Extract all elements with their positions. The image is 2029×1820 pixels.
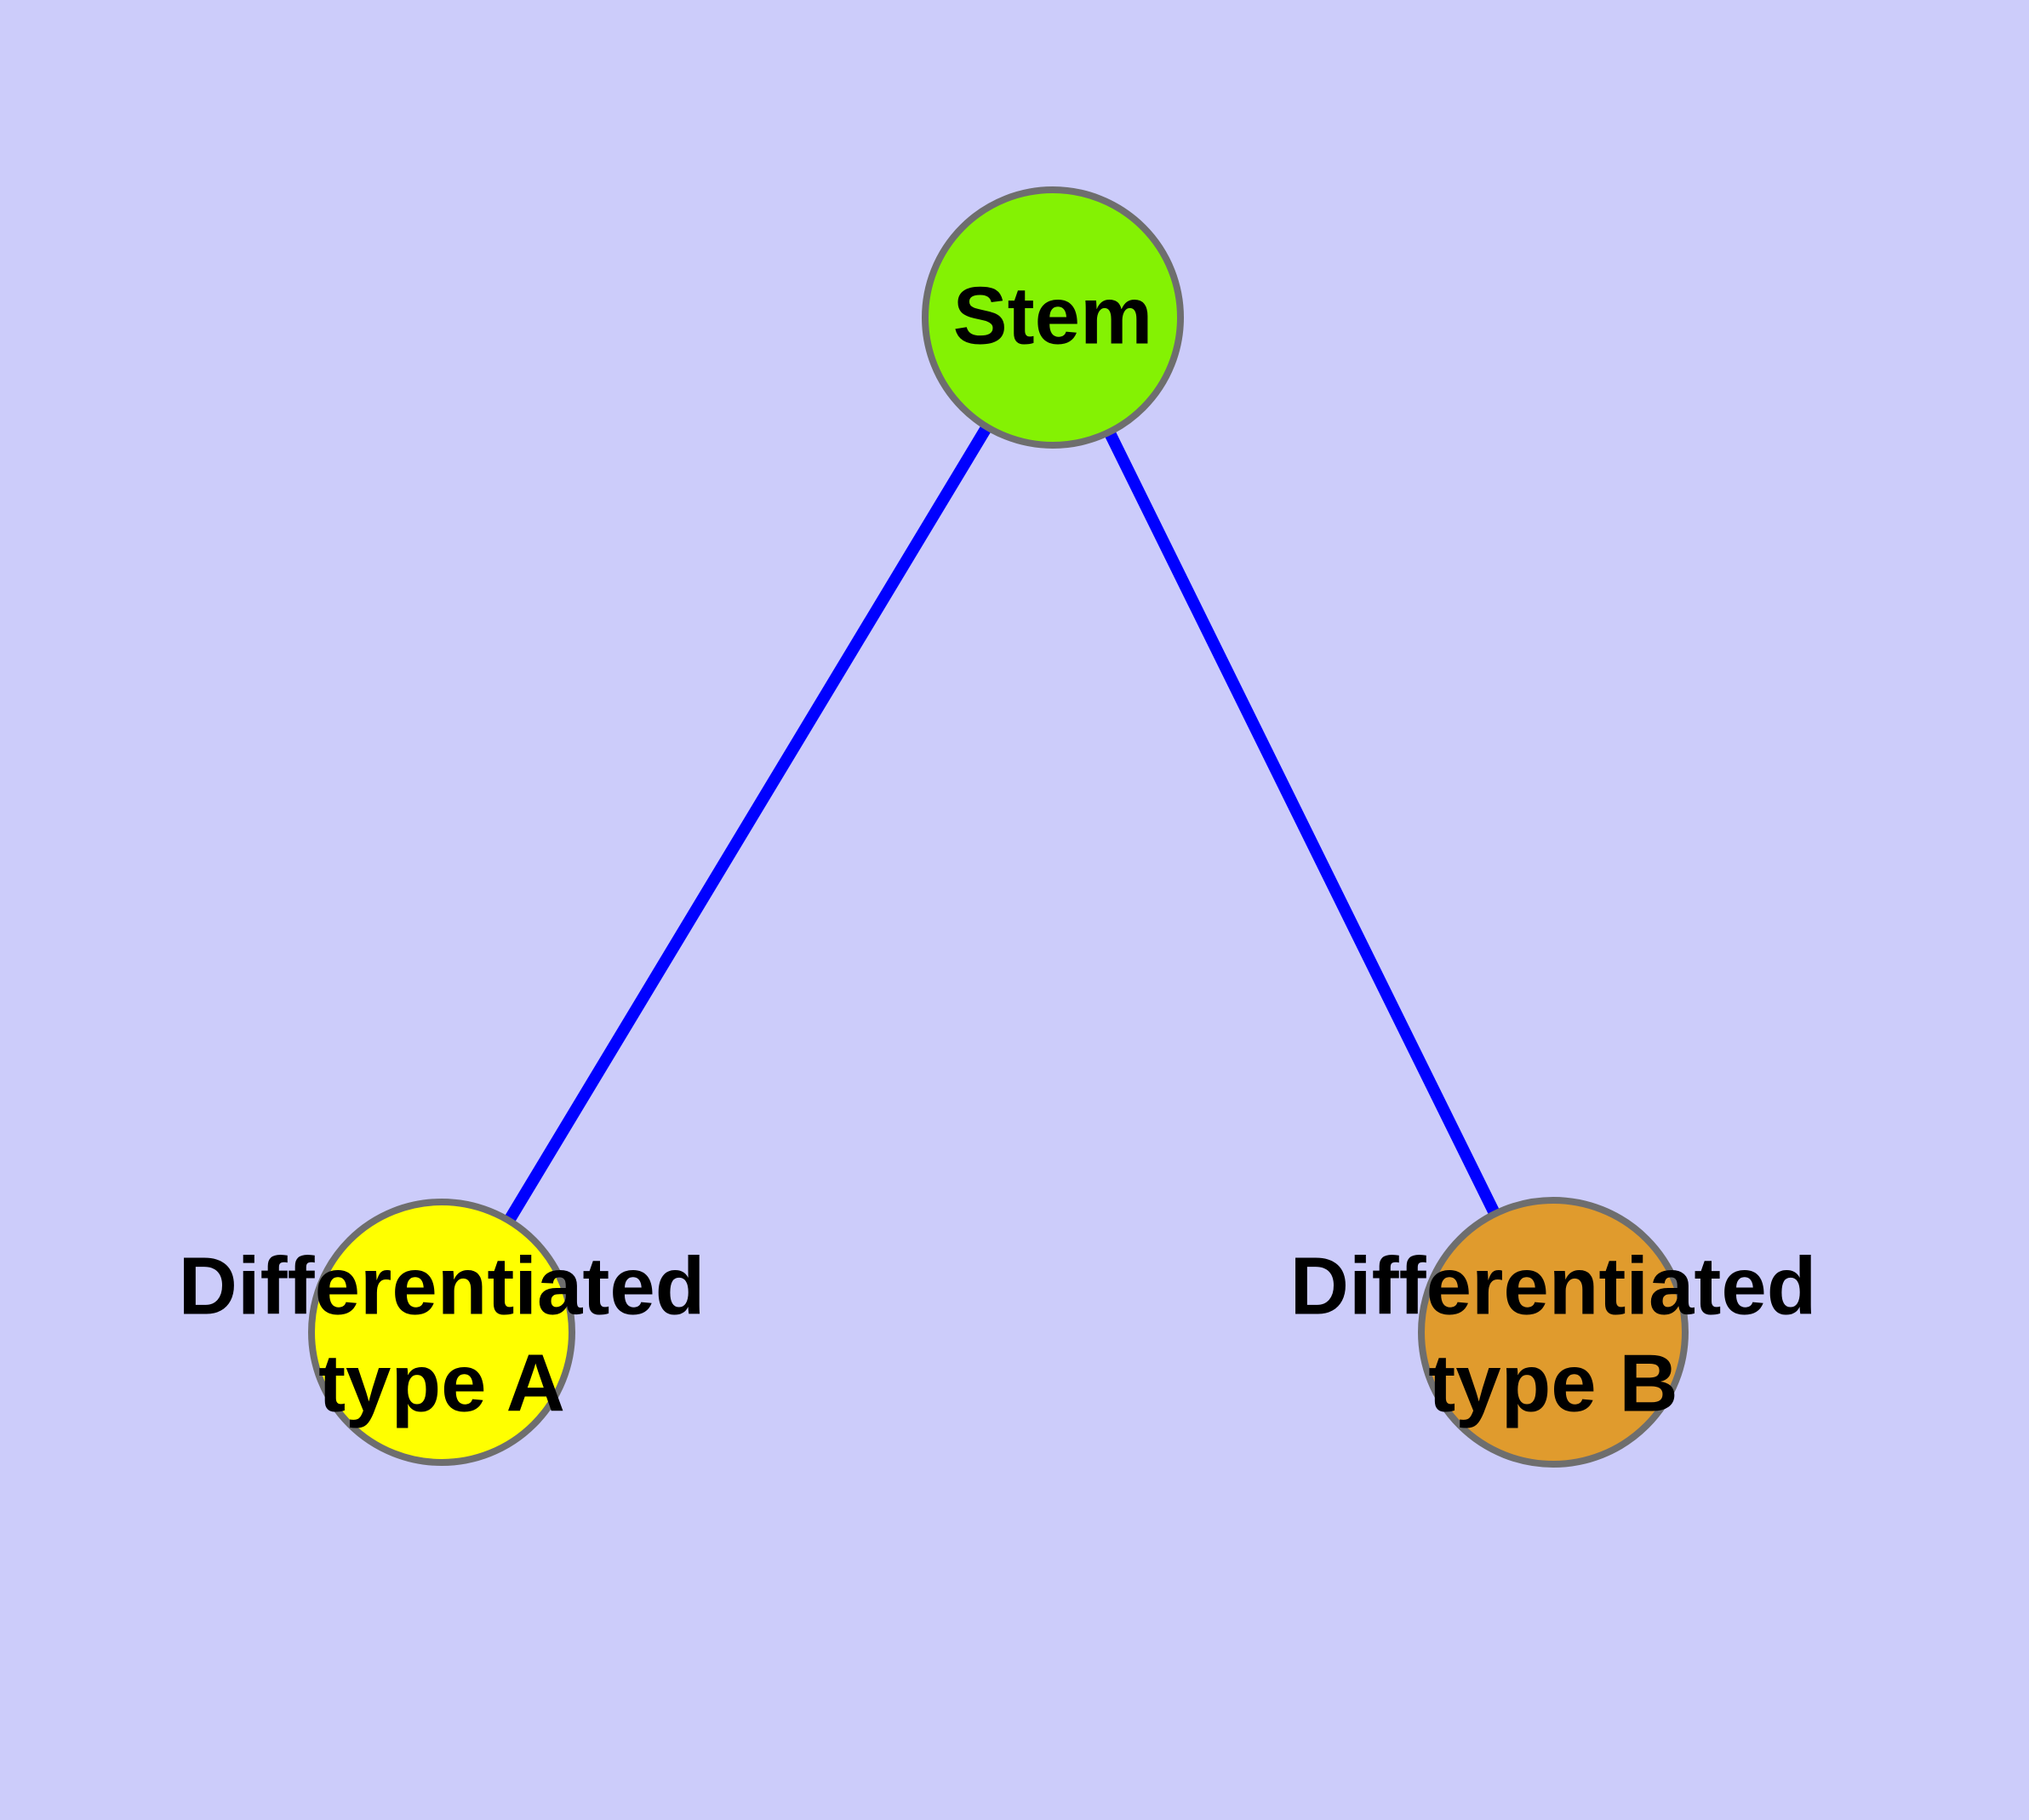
node-differentiated-type-a-label-line1: Differentiated bbox=[179, 1240, 706, 1331]
node-differentiated-type-b-label-line2: type B bbox=[1428, 1337, 1677, 1428]
node-stem-circle[interactable] bbox=[922, 186, 1184, 449]
node-differentiated-type-b-label-line1: Differentiated bbox=[1290, 1240, 1817, 1331]
label-layer: Stem Differentiated type A Differentiate… bbox=[179, 270, 1817, 1428]
node-differentiated-type-b[interactable] bbox=[1418, 1197, 1689, 1468]
node-differentiated-type-a-circle[interactable] bbox=[308, 1199, 575, 1466]
node-stem-label: Stem bbox=[953, 270, 1153, 361]
node-layer bbox=[308, 186, 1689, 1468]
node-differentiated-type-a-label-line2: type A bbox=[318, 1337, 565, 1428]
edge-stem-to-differentiated-type-b[interactable] bbox=[1047, 314, 1559, 1336]
edge-stem-to-differentiated-type-a[interactable] bbox=[437, 314, 1058, 1336]
node-differentiated-type-a[interactable] bbox=[308, 1199, 575, 1466]
edge-layer bbox=[437, 314, 1559, 1336]
node-differentiated-type-b-circle[interactable] bbox=[1418, 1197, 1689, 1468]
node-stem[interactable] bbox=[922, 186, 1184, 449]
